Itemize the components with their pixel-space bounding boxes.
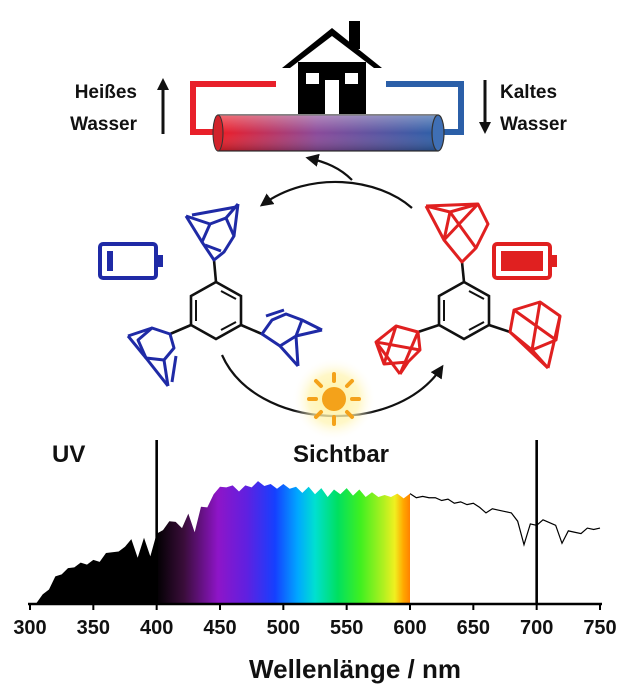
x-tick-label-500: 500 — [267, 617, 300, 639]
cold-water-label-line2: Wasser — [500, 114, 567, 135]
cold-water-pipe — [386, 81, 464, 135]
spectrum-line — [409, 493, 601, 547]
house-icon — [282, 21, 382, 114]
down-arrow-icon — [479, 80, 491, 134]
x-tick-label-450: 450 — [203, 617, 236, 639]
x-tick-label-700: 700 — [520, 617, 553, 639]
x-tick-label-300: 300 — [13, 617, 46, 639]
x-tick-label-600: 600 — [393, 617, 426, 639]
x-tick-label-650: 650 — [457, 617, 490, 639]
x-tick-label-400: 400 — [140, 617, 173, 639]
hot-water-pipe — [190, 81, 276, 135]
spectrum-filled-area — [30, 481, 410, 604]
norbornadiene-molecule — [126, 203, 323, 387]
uv-region-label: UV — [52, 441, 85, 468]
x-axis-title: Wellenlänge / nm — [249, 654, 461, 684]
battery-empty-icon — [98, 242, 163, 280]
heat-release-arrow — [259, 180, 413, 209]
hot-water-label-line1: Heißes — [75, 82, 137, 103]
solar-spectrum-chart: UV Sichtbar 300 350 400 450 500 550 600 650 700 7… — [13, 440, 617, 684]
x-tick-label-550: 550 — [330, 617, 363, 639]
x-tick-label-350: 350 — [77, 617, 110, 639]
cold-water-label: Kaltes Wasser — [500, 82, 567, 135]
battery-full-icon — [492, 242, 557, 280]
up-arrow-icon — [157, 78, 169, 134]
heat-to-tank-arrow — [305, 153, 353, 181]
visible-region-label: Sichtbar — [293, 441, 389, 468]
cold-water-label-line1: Kaltes — [500, 82, 557, 103]
storage-tank — [212, 114, 445, 152]
quadricyclane-molecule — [374, 202, 562, 375]
hot-water-label-line2: Wasser — [70, 114, 137, 135]
sun-icon — [292, 357, 376, 441]
x-tick-label-750: 750 — [583, 617, 616, 639]
hot-water-label: Heißes Wasser — [70, 82, 137, 135]
